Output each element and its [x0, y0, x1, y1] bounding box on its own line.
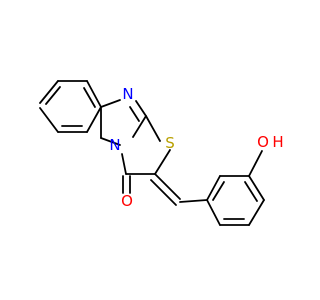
bond-benzo-3-inner — [83, 87, 96, 108]
atom-hydroxyl-oxygen: O — [257, 133, 269, 151]
bond-thz-1 — [145, 115, 161, 142]
bond-benzo-1-inner — [45, 86, 61, 105]
atom-nitrogen-top: N — [122, 85, 133, 103]
bond-imid-4 — [100, 137, 121, 146]
bond-imid-2-inner — [129, 106, 140, 122]
bond-benzo-4 — [86, 106, 102, 133]
bond-phen-6 — [206, 199, 221, 226]
bond-benzo-6 — [39, 107, 59, 133]
bonds — [39, 80, 265, 226]
bond-benzo-3 — [86, 80, 102, 108]
atom-carbonyl-oxygen: O — [121, 192, 133, 210]
bond-exo-2 — [150, 179, 177, 206]
bond-imid-1 — [100, 99, 121, 108]
bond-imid-3 — [132, 115, 147, 138]
bond-thz-4 — [121, 153, 127, 175]
atom-nitrogen-bridge: N — [109, 136, 120, 154]
atom-labels: N N S O O H — [109, 85, 283, 210]
bond-exo-1 — [154, 173, 181, 200]
atom-hydroxyl-hydrogen: H — [272, 133, 283, 151]
atom-sulfur: S — [165, 134, 175, 152]
bond-phen-1 — [206, 175, 221, 201]
bond-thz-2 — [154, 149, 171, 175]
bond-phen-1-inner — [212, 181, 225, 201]
structure-diagram: N N S O O H — [39, 80, 284, 226]
bond-phen-4 — [248, 199, 265, 226]
bond-exo-3 — [179, 199, 208, 203]
bond-phen-3-inner — [244, 181, 258, 202]
bond-imid-2 — [135, 100, 147, 117]
bond-benzo-1 — [39, 80, 59, 104]
bond-hydroxyl — [248, 150, 263, 177]
bond-phen-3 — [248, 175, 265, 201]
